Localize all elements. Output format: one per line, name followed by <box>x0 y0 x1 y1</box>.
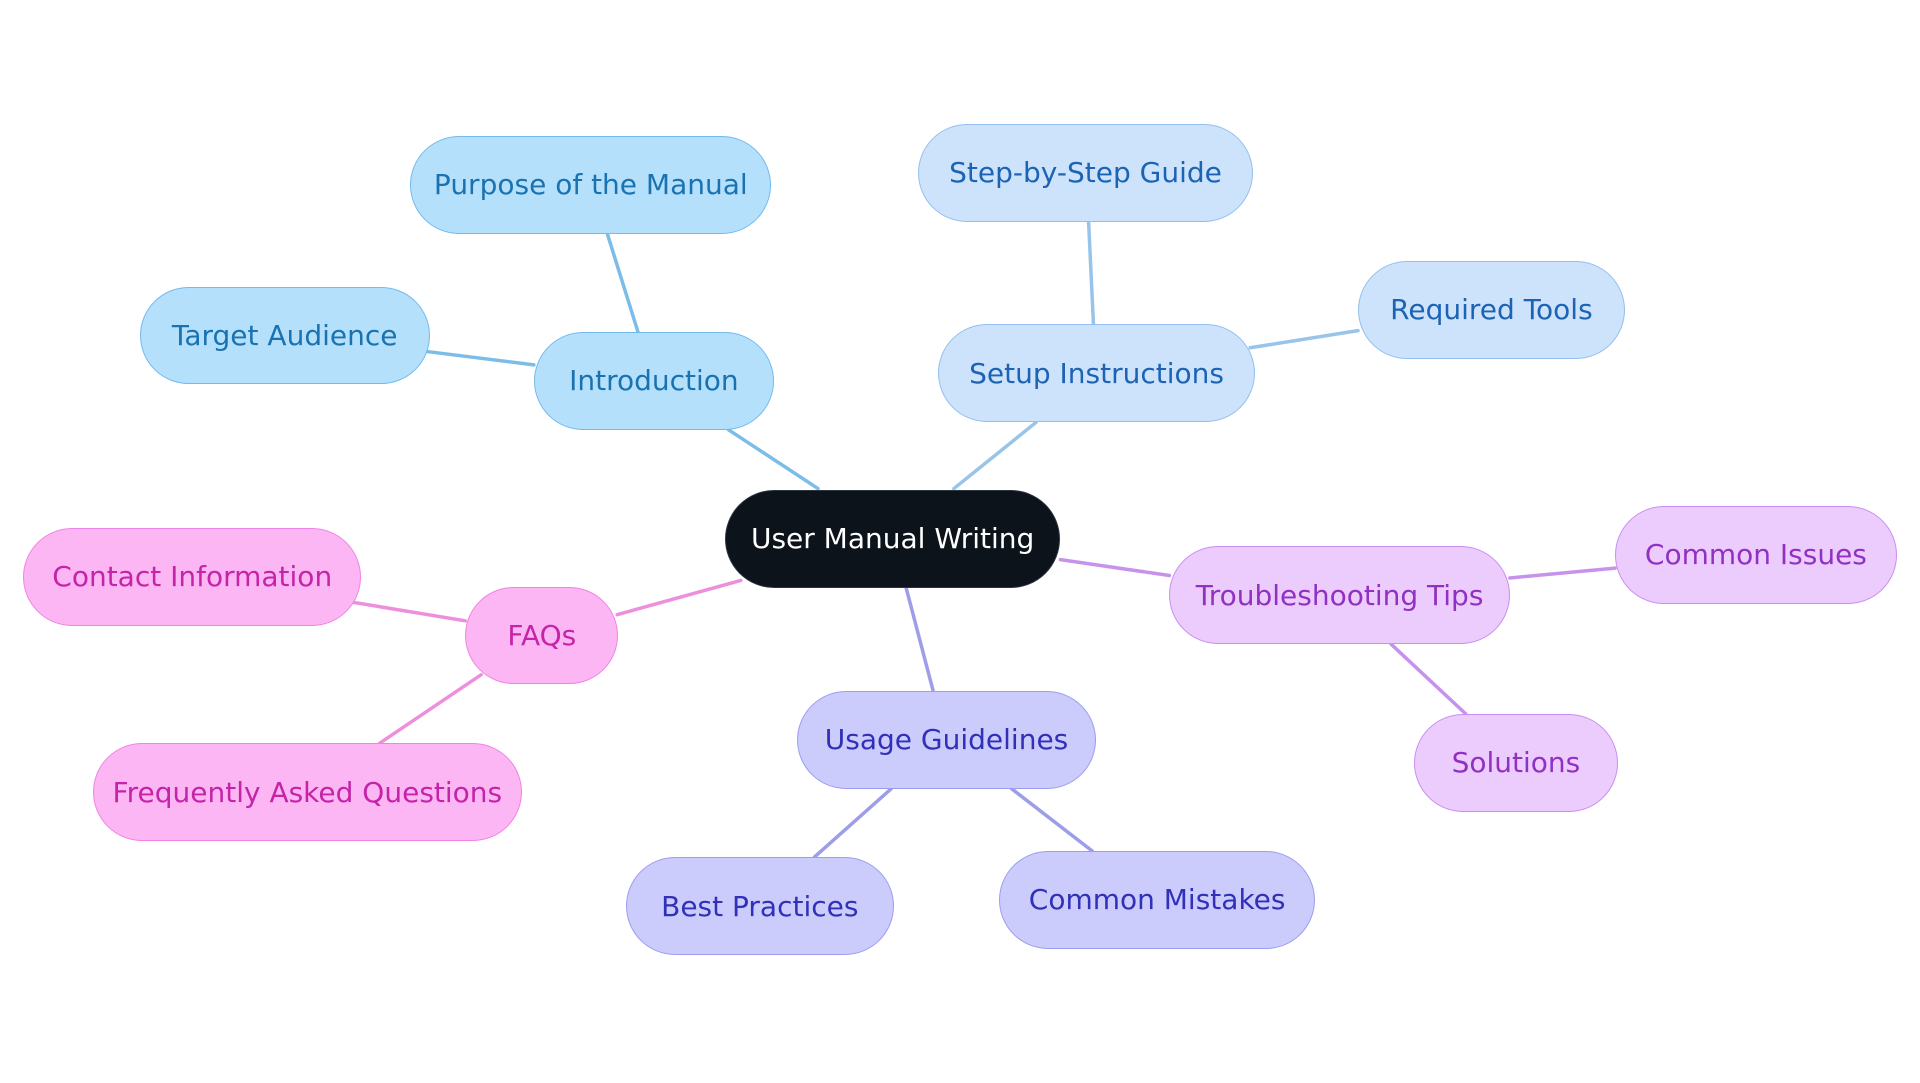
connector-line <box>1248 328 1360 350</box>
branch-label: Usage Guidelines <box>824 723 1069 757</box>
leaf-label: Required Tools <box>1390 293 1593 327</box>
leaf-label: Target Audience <box>171 318 398 352</box>
leaf-node-common-issues[interactable]: Common Issues <box>1615 505 1897 604</box>
leaf-label: Best Practices <box>661 889 859 923</box>
connector-line <box>1009 786 1094 853</box>
leaf-node-purpose-of-the-manual[interactable]: Purpose of the Manual <box>410 135 772 234</box>
connector-line <box>1058 557 1172 578</box>
leaf-node-frequently-asked-questions[interactable]: Frequently Asked Questions <box>93 743 522 842</box>
branch-label: FAQs <box>507 618 577 652</box>
root-node-label: User Manual Writing <box>750 522 1035 556</box>
connector-line <box>615 578 743 617</box>
leaf-label: Step-by-Step Guide <box>949 156 1222 190</box>
branch-node-setup-instructions[interactable]: Setup Instructions <box>937 324 1256 423</box>
connector-line <box>1086 219 1096 327</box>
leaf-label: Contact Information <box>52 560 333 594</box>
leaf-label: Common Mistakes <box>1028 883 1286 917</box>
connector-line <box>812 786 894 859</box>
branch-label: Troubleshooting Tips <box>1195 578 1484 612</box>
connector-line <box>1389 642 1468 716</box>
branch-node-introduction[interactable]: Introduction <box>533 331 774 430</box>
connector-line <box>377 672 483 746</box>
branch-node-troubleshooting-tips[interactable]: Troubleshooting Tips <box>1169 546 1510 645</box>
leaf-label: Common Issues <box>1644 538 1867 572</box>
leaf-label: Frequently Asked Questions <box>112 775 503 809</box>
root-node[interactable]: User Manual Writing <box>724 489 1061 588</box>
leaf-node-common-mistakes[interactable]: Common Mistakes <box>999 851 1316 949</box>
connector-line <box>352 600 468 623</box>
connector-line <box>952 420 1038 491</box>
leaf-label: Purpose of the Manual <box>433 168 748 202</box>
branch-label: Introduction <box>569 364 739 398</box>
leaf-node-contact-information[interactable]: Contact Information <box>23 527 362 626</box>
leaf-node-required-tools[interactable]: Required Tools <box>1357 260 1625 359</box>
leaf-node-target-audience[interactable]: Target Audience <box>139 286 430 385</box>
connector-line <box>726 428 820 491</box>
leaf-node-step-by-step-guide[interactable]: Step-by-Step Guide <box>918 123 1253 222</box>
branch-node-faqs[interactable]: FAQs <box>465 586 619 685</box>
connector-line <box>1508 566 1617 580</box>
connector-line <box>424 349 536 367</box>
leaf-label: Solutions <box>1451 746 1581 780</box>
leaf-node-best-practices[interactable]: Best Practices <box>625 857 894 956</box>
leaf-node-solutions[interactable]: Solutions <box>1414 713 1618 812</box>
branch-label: Setup Instructions <box>969 356 1224 390</box>
connector-line <box>605 232 640 334</box>
connector-line <box>904 586 935 693</box>
branch-node-usage-guidelines[interactable]: Usage Guidelines <box>797 690 1096 789</box>
